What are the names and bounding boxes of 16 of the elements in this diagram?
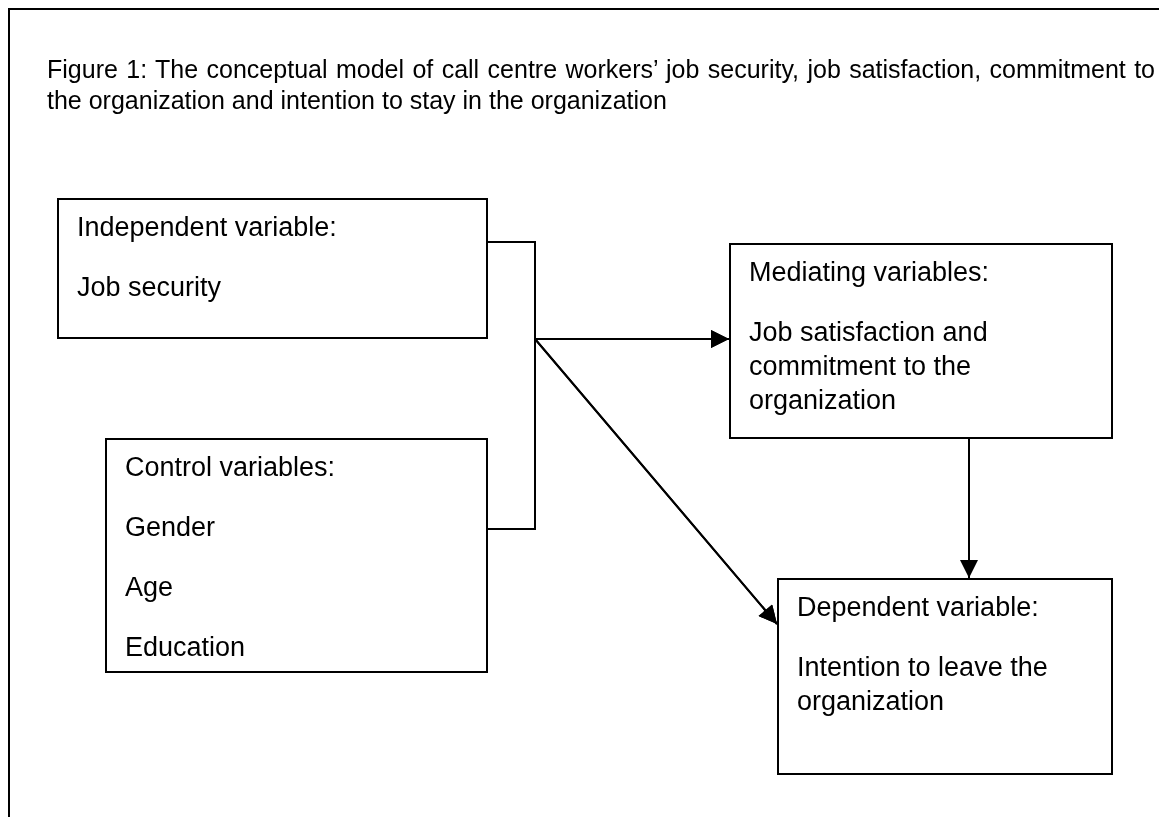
box-heading: Dependent variable: bbox=[797, 591, 1040, 624]
variable-name: Job satisfaction and commitment to the organization bbox=[749, 316, 989, 417]
box-heading: Independent variable: bbox=[77, 211, 338, 244]
variable-box bbox=[105, 438, 488, 673]
figure-title: Figure 1: The conceptual model of call centre workers’ job security, job satisfaction, commitment to the organization and intention to stay in the organization bbox=[47, 54, 1155, 116]
variable-name: Intention to leave the organization bbox=[797, 651, 1049, 718]
box-heading: Control variables: bbox=[125, 451, 337, 484]
variable-name: Age bbox=[125, 571, 175, 604]
variable-box bbox=[57, 198, 488, 339]
variable-name: Job security bbox=[77, 271, 223, 304]
variable-name: Gender bbox=[125, 511, 217, 544]
variable-box bbox=[729, 243, 1113, 439]
variable-box bbox=[777, 578, 1113, 775]
arrow bbox=[960, 438, 978, 579]
box-heading: Mediating variables: bbox=[749, 256, 991, 289]
variable-name: Education bbox=[125, 631, 247, 664]
